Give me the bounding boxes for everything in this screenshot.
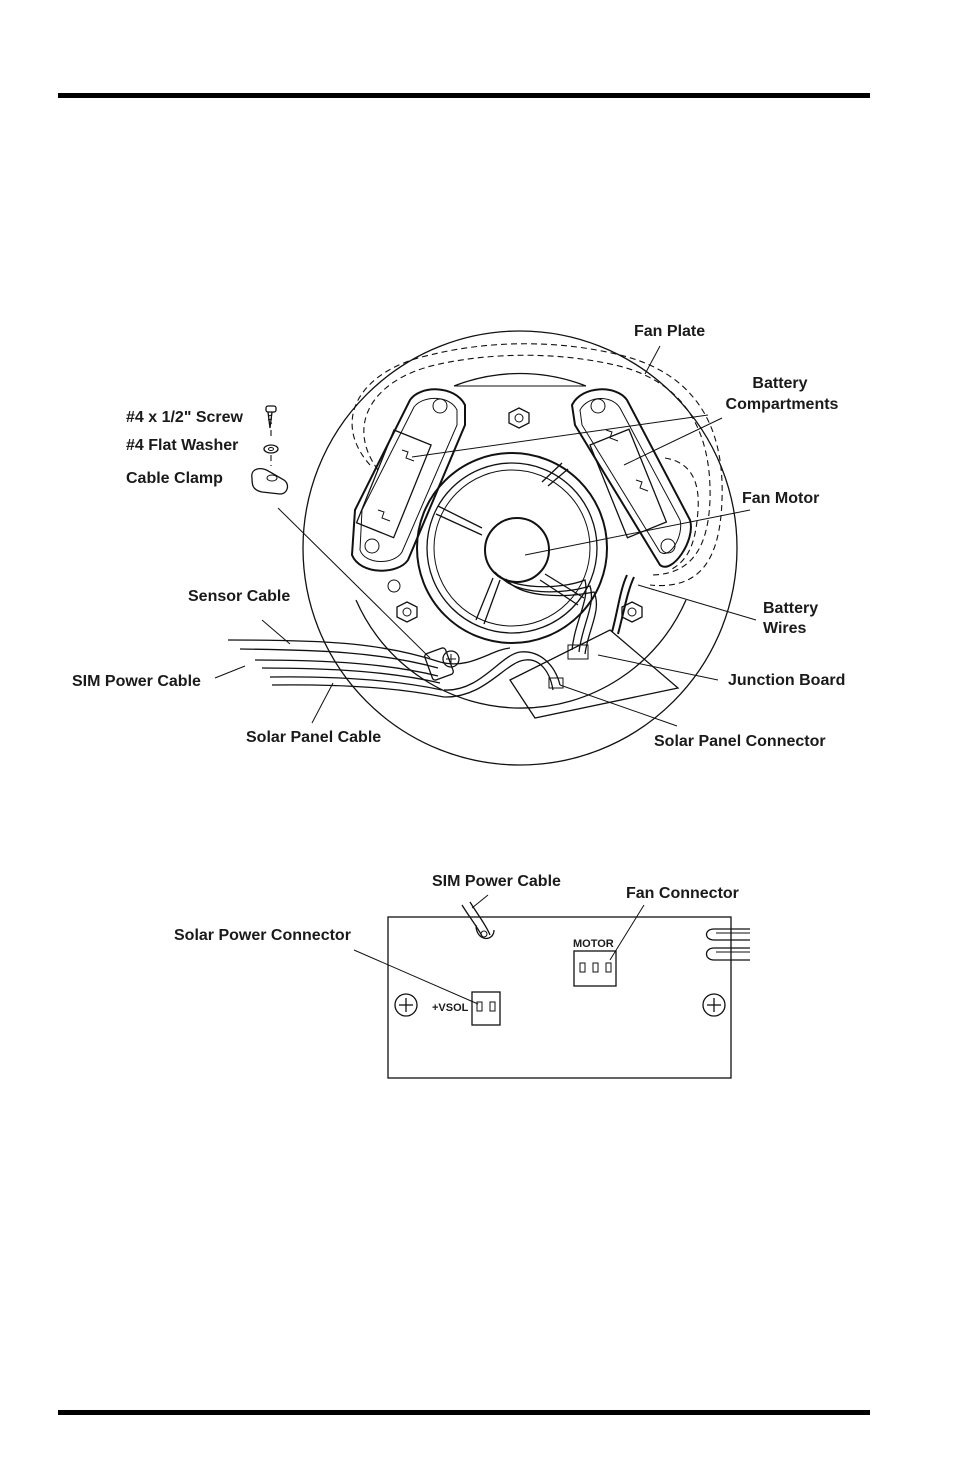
junction-board-outline [387,916,732,1079]
cable-routing-dashed-outer [351,343,723,587]
hex-nut-top [508,407,530,429]
vsol-connector [471,991,501,1026]
junction-board-detail: MOTOR +VSOL SIM Power Cable Fan Connecto… [174,873,750,1079]
board-screw-right [702,993,726,1017]
label-fan-plate: Fan Plate [634,323,705,340]
label-junction-board: Junction Board [728,672,845,689]
leader-battery-wires [637,584,757,621]
hex-nut-left [396,601,418,623]
battery-wire-1 [611,574,628,633]
mounting-hole [387,579,401,593]
label-motor: MOTOR [573,938,614,950]
board-screw-left [394,993,418,1017]
bottom-rule [58,1410,870,1415]
leader-sim-power-cable [214,665,246,679]
leader-battery-left [411,414,709,458]
solar-cable-line-1 [269,676,443,691]
leader-solar-panel-connector [559,684,678,727]
label-battery-wires-1: Battery [763,600,818,617]
hex-nut-right [621,601,643,623]
leader-fan-connector [609,904,645,961]
fan-plate-outer-ring [302,330,738,766]
washer-icon [263,444,279,454]
label-fan-connector: Fan Connector [626,885,739,902]
leader-fan-motor [524,509,751,556]
cable-routing-dashed-inner [363,354,711,576]
sensor-cable-line-2 [239,648,439,669]
leader-fan-plate [644,345,661,375]
leader-sim-power-cable-detail [471,894,489,909]
screw-shank [267,411,273,429]
motor-wire-2 [499,575,593,653]
label-solar-panel-cable: Solar Panel Cable [246,729,381,746]
label-cable-clamp: Cable Clamp [126,470,223,487]
battery-wire-dashed [664,457,699,571]
label-sim-power-cable-detail: SIM Power Cable [432,873,561,890]
junction-board [509,629,680,719]
leader-battery-right [623,417,723,466]
label-screw: #4 x 1/2" Screw [126,409,244,426]
installed-cable-clamp [424,647,460,681]
leader-solar-power-connector [353,949,479,1005]
screw-head [265,405,277,413]
top-rule [58,93,870,98]
label-fan-motor: Fan Motor [742,490,819,507]
sensor-cable-line-1 [227,639,441,663]
label-solar-power-connector: Solar Power Connector [174,927,351,944]
leader-clamp-install [277,507,431,659]
right-cable-entry [705,928,750,961]
motor-wire-3 [505,578,598,655]
leader-solar-panel-cable [311,682,334,724]
battery-wire-2 [617,576,635,635]
sim-cable-line-2 [261,667,441,684]
housing-ring-bottom [355,599,687,709]
label-solar-panel-connector: Solar Panel Connector [654,733,826,750]
housing-ring-top [453,372,587,387]
motor-wire-1 [494,571,587,651]
fan-guard [416,452,608,644]
hardware-exploded [251,405,289,495]
cable-clamp-icon [251,467,289,495]
label-battery-compartments-2: Compartments [726,396,839,413]
label-battery-wires-2: Wires [763,620,807,637]
label-sim-power-cable: SIM Power Cable [72,673,201,690]
sim-cable-line-1 [254,659,439,677]
label-washer: #4 Flat Washer [126,437,238,454]
solar-cable-line-2 [271,684,445,698]
battery-compartment-right [570,388,692,568]
label-sensor-cable: Sensor Cable [188,588,290,605]
battery-compartment-left [350,388,466,572]
motor-plug [567,644,589,660]
motor-connector [573,950,617,987]
label-battery-compartments-1: Battery [752,375,807,392]
leader-sensor-cable [261,619,291,645]
label-vsol: +VSOL [432,1002,469,1014]
fan-plate-assembly: Fan Plate Battery Compartments #4 x 1/2"… [72,323,845,766]
leader-junction-board [597,654,719,681]
sim-power-cable-entry [461,901,495,940]
solar-panel-connector-part [548,677,564,689]
